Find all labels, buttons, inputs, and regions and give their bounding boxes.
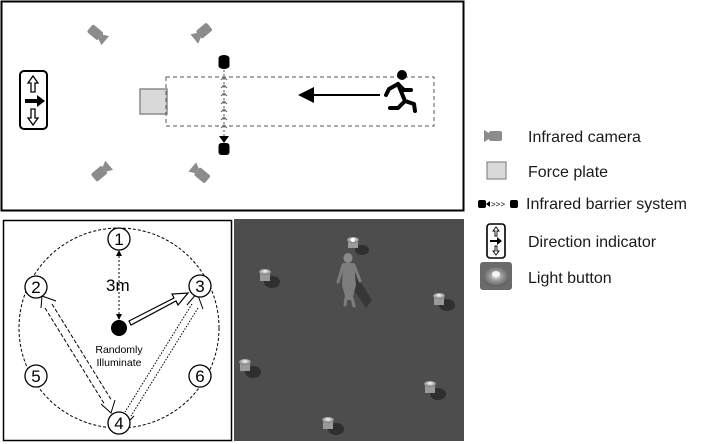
setup-panel xyxy=(0,0,465,212)
legend-label-direction: Direction indicator xyxy=(528,234,657,251)
light-button xyxy=(424,381,446,400)
camera-icon xyxy=(91,160,114,182)
position-marker-3: 3 xyxy=(188,274,212,298)
position-marker-2: 2 xyxy=(24,275,48,299)
direction-indicator-icon xyxy=(486,223,506,259)
camera-icon xyxy=(188,162,210,183)
position-marker-5: 5 xyxy=(24,364,48,388)
light-button xyxy=(239,359,261,378)
legend-label-light-button: Light button xyxy=(528,270,612,287)
distance-label: 3m xyxy=(106,276,130,295)
legend-label-force-plate: Force plate xyxy=(528,164,608,181)
legend-label-camera: Infrared camera xyxy=(528,129,641,146)
center-label-line2: Illuminate xyxy=(97,357,142,369)
barrier-icon: >>> xyxy=(478,200,518,209)
light-button xyxy=(259,269,280,288)
force-plate xyxy=(139,88,168,115)
svg-text:1: 1 xyxy=(114,230,123,249)
render-panel xyxy=(234,219,464,441)
direction-indicator-icon xyxy=(19,70,48,130)
svg-text:6: 6 xyxy=(195,367,204,386)
position-marker-4: 4 xyxy=(107,411,131,435)
position-marker-6: 6 xyxy=(188,364,212,388)
svg-text:4: 4 xyxy=(114,414,123,433)
svg-text:>>>: >>> xyxy=(491,200,505,209)
camera-icon xyxy=(484,130,502,142)
light-button xyxy=(347,237,369,255)
light-button-icon xyxy=(480,262,512,290)
svg-text:2: 2 xyxy=(31,278,40,297)
agility-diagram: 3m Randomly Illuminate 1 xyxy=(2,219,233,442)
center-label-line1: Randomly xyxy=(95,344,143,356)
legend-label-barrier: Infrared barrier system xyxy=(526,196,687,213)
infrared-barrier xyxy=(218,55,230,155)
svg-text:3: 3 xyxy=(195,277,204,296)
camera-icon xyxy=(87,24,110,46)
position-marker-1: 1 xyxy=(107,227,131,251)
light-button xyxy=(433,293,455,311)
force-plate-icon xyxy=(486,161,507,180)
runner-icon xyxy=(384,70,417,113)
person-figure xyxy=(336,253,372,308)
legend: Infrared camera Force plate >>> Infrared… xyxy=(478,129,687,290)
runway xyxy=(165,76,435,127)
svg-text:5: 5 xyxy=(31,367,40,386)
light-button xyxy=(322,417,344,435)
hollow-arrow xyxy=(128,292,190,326)
camera-icon xyxy=(190,23,212,44)
center-point xyxy=(111,320,127,336)
